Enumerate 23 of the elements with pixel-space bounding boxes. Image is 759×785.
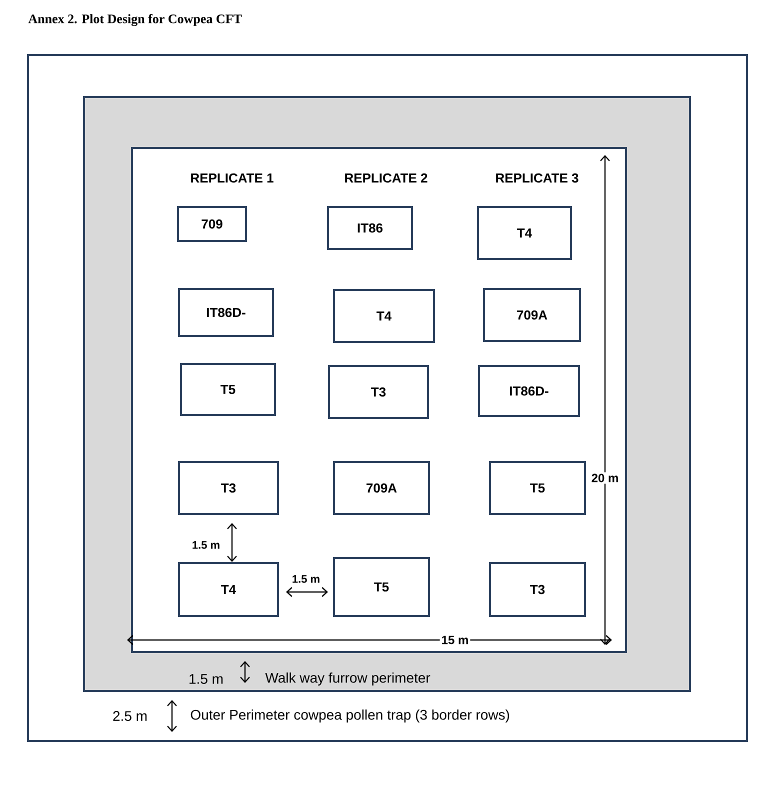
plot-box: IT86	[327, 206, 413, 250]
column-heading: REPLICATE 1	[191, 173, 274, 183]
plot-box: T4	[333, 289, 435, 343]
plot-box: IT86D-	[478, 365, 580, 417]
plot-box: T3	[178, 461, 279, 515]
plot-box: T3	[489, 562, 586, 617]
column-heading: REPLICATE 3	[496, 173, 578, 183]
plot-box: T5	[489, 461, 586, 515]
plot-box: T4	[477, 206, 572, 260]
dimension-label: 1.5 m	[190, 674, 223, 684]
plot-box: T3	[328, 365, 429, 419]
plot-box: T5	[180, 363, 276, 416]
dimension-label: 1.5 m	[292, 575, 320, 583]
plot-box: 709	[177, 206, 247, 242]
title: Annex 2. Plot Design for Cowpea CFT	[28, 14, 242, 26]
dimension-label: 2.5 m	[113, 711, 147, 721]
plot-box: 709A	[333, 461, 430, 515]
column-heading: REPLICATE 2	[345, 173, 428, 183]
dimension-label: 1.5 m	[192, 541, 220, 549]
plot-box: T4	[178, 562, 279, 617]
plot-box: T5	[333, 557, 430, 617]
plot-box: 709A	[483, 288, 581, 342]
plot-box: IT86D-	[178, 288, 274, 337]
